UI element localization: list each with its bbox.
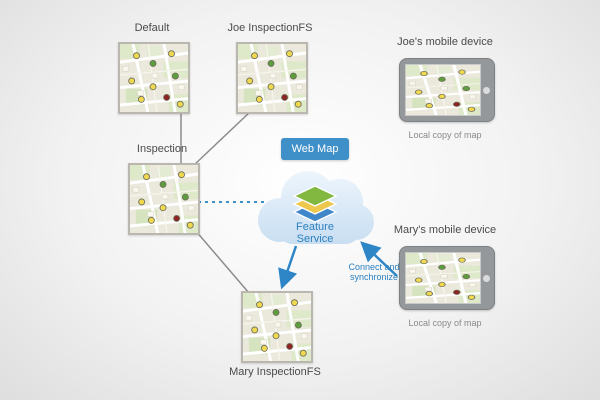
home-button-icon [483,274,490,282]
mary-tablet-device-icon [399,246,495,310]
map-thumbnail-icon [406,253,480,303]
branch-line-inspection-mary [194,229,250,294]
map-thumbnail-icon [130,165,198,233]
map-thumbnail-icon [238,44,306,112]
inspection-version-map [128,163,200,235]
mary-tablet-screen [405,252,481,304]
layers-stack-icon [292,185,338,223]
connect-synchronize-label: Connect and synchronize [348,262,400,282]
mary-version-map [241,291,313,363]
inspection-version-label: Inspection [136,143,188,155]
default-version-label: Default [134,22,170,34]
joe-tablet-device-icon [399,58,495,122]
branch-line-joe-inspection [192,110,252,167]
cloud-icon [258,171,374,244]
mary-device-title: Mary's mobile device [393,224,497,236]
joe-version-map [236,42,308,114]
feature-service-label: Feature Service [296,221,334,245]
joe-tablet-screen [405,64,481,116]
map-thumbnail-icon [243,293,311,361]
joe-version-label: Joe InspectionFS [227,22,313,34]
mary-version-label: Mary InspectionFS [229,366,321,378]
home-button-icon [483,86,490,94]
web-map-badge: Web Map [281,138,349,160]
default-version-map [118,42,190,114]
map-thumbnail-icon [120,44,188,112]
mary-device-caption: Local copy of map [408,318,482,328]
joe-device-caption: Local copy of map [408,130,482,140]
joe-device-title: Joe's mobile device [397,36,493,48]
map-thumbnail-icon [406,65,480,115]
